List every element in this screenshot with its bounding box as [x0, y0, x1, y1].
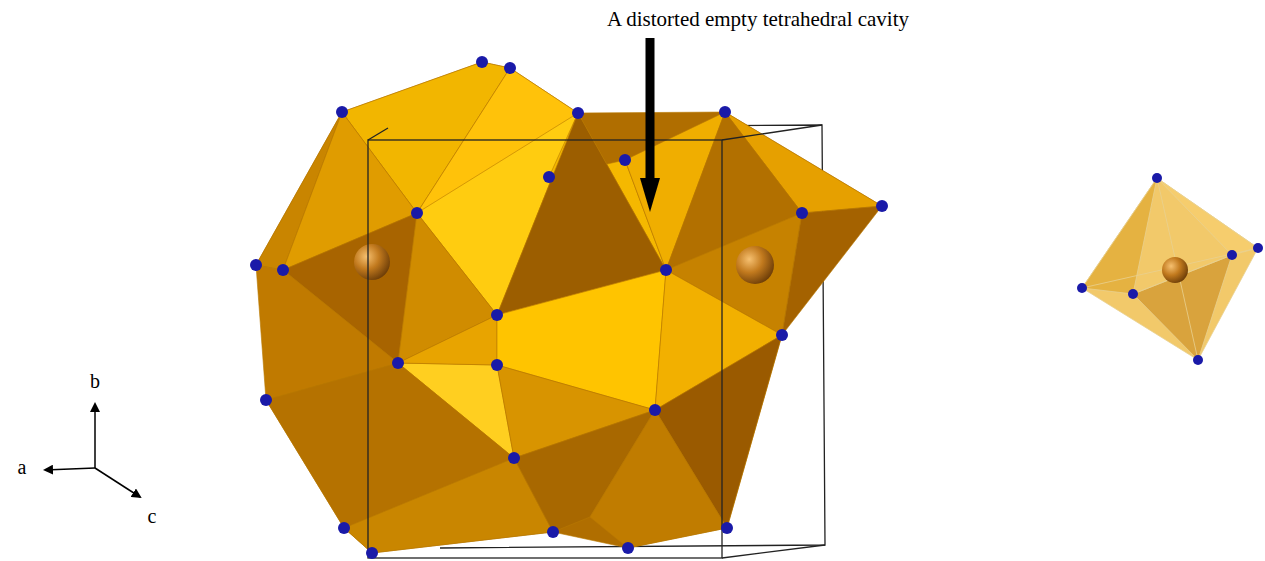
axis-label: a: [18, 456, 27, 478]
callout-arrowhead: [640, 178, 660, 212]
cation-sphere: [354, 244, 390, 280]
unit-cell-front: [368, 125, 825, 558]
axis-label: c: [148, 505, 157, 527]
axis-label: b: [90, 370, 100, 392]
octahedra: [256, 62, 882, 553]
callout-arrow: [646, 38, 655, 180]
anion-dots: [250, 56, 888, 559]
single-octahedron: [1077, 173, 1263, 365]
cation-sphere: [736, 246, 774, 284]
axis-arrows: [45, 404, 140, 497]
callout-text: A distorted empty tetrahedral cavity: [607, 8, 909, 31]
